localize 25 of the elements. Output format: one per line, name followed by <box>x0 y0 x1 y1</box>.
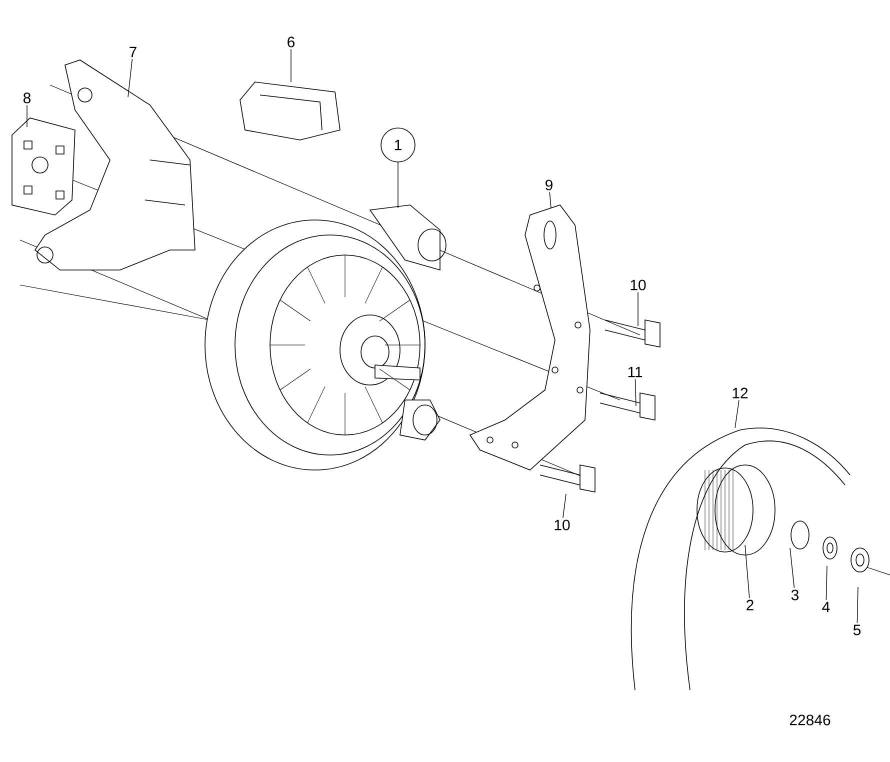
callout-number: 10 <box>630 280 646 290</box>
callout-number: 2 <box>746 600 754 610</box>
callout-number: 5 <box>853 624 861 636</box>
callout-number: 3 <box>791 590 799 600</box>
callout-number: 7 <box>130 46 136 58</box>
leader-line <box>744 544 750 598</box>
leader-line <box>856 586 858 624</box>
leader-line <box>549 192 552 208</box>
callout-number: 10 <box>554 520 570 530</box>
leader-line <box>790 548 795 588</box>
leader-line <box>26 104 28 128</box>
callout-number: 6 <box>288 36 295 48</box>
leader-line <box>562 494 566 518</box>
leader-line <box>826 566 828 600</box>
callout-number: 11 <box>628 366 642 378</box>
callout-number: 12 <box>732 388 748 398</box>
callout-number: 9 <box>546 180 552 190</box>
drawing-number: 22846 <box>790 714 830 726</box>
leader-line <box>634 378 636 406</box>
callout-number: 4 <box>822 602 830 612</box>
leader-line <box>734 400 740 428</box>
leader-line <box>128 58 133 98</box>
callout-number: 8 <box>24 92 31 104</box>
leader-line <box>290 48 292 82</box>
callout-number: 1 <box>380 128 416 162</box>
